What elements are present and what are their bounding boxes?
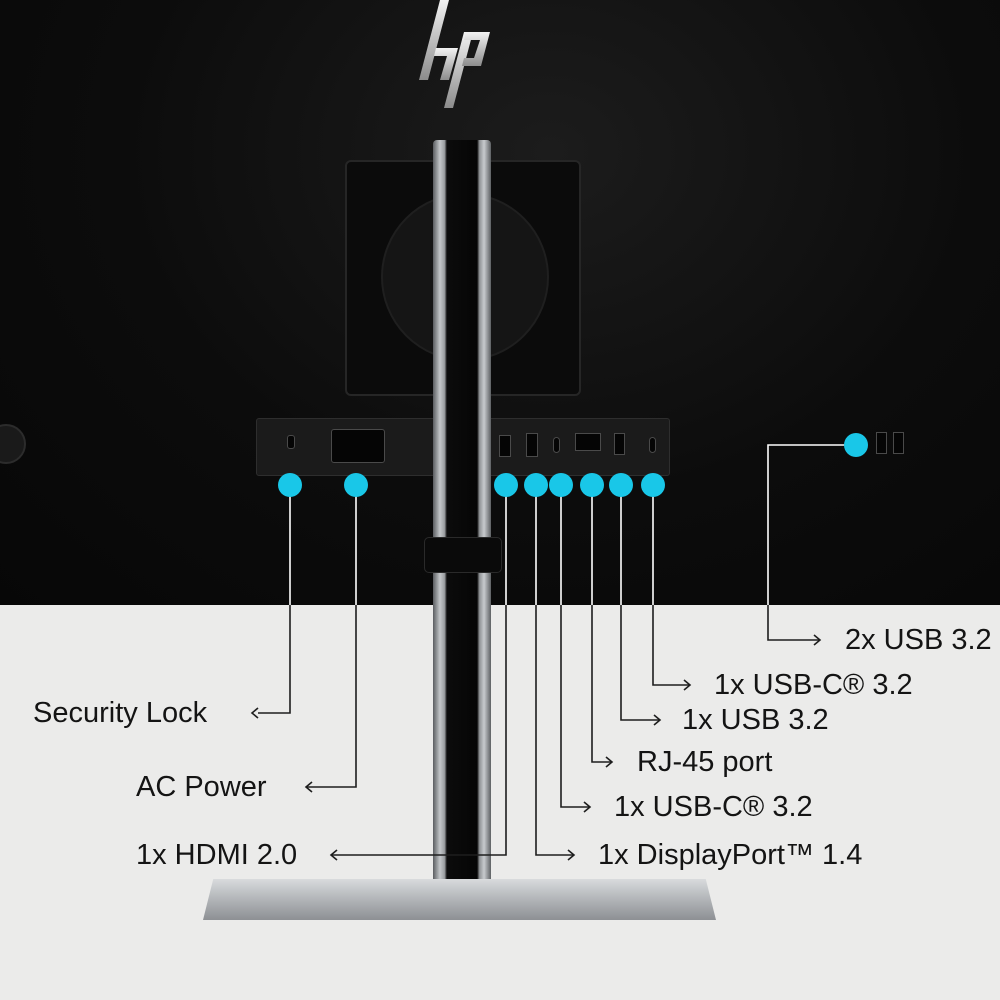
label-hdmi: 1x HDMI 2.0	[136, 839, 298, 871]
label-usb-1: 1x USB 3.2	[682, 704, 829, 736]
cable-clip	[424, 537, 502, 573]
dot-rj45	[580, 473, 604, 497]
hp-logo	[419, 0, 490, 108]
label-usbc-1: 1x USB-C® 3.2	[614, 791, 813, 823]
callout-dots	[278, 433, 868, 497]
usbc-port-1	[553, 437, 560, 453]
usbc-port-2	[649, 437, 656, 453]
dot-hdmi	[494, 473, 518, 497]
leader-lines-light	[250, 605, 822, 861]
side-usb-port-2	[893, 432, 904, 454]
dot-usb-side	[844, 433, 868, 457]
stand-base	[203, 879, 716, 920]
label-security-lock: Security Lock	[33, 697, 208, 729]
ac-power-socket	[331, 429, 385, 463]
dot-usbc-2	[641, 473, 665, 497]
io-panel-left	[256, 418, 441, 476]
label-ac-power: AC Power	[136, 771, 267, 803]
leader-lines-dark	[289, 444, 856, 605]
dot-usbc-1	[549, 473, 573, 497]
rj45-port	[575, 433, 601, 451]
security-lock-slot	[287, 435, 295, 449]
label-usb-side: 2x USB 3.2	[845, 624, 992, 656]
label-rj45: RJ-45 port	[637, 746, 773, 778]
label-displayport: 1x DisplayPort™ 1.4	[598, 839, 863, 871]
hdmi-port	[499, 435, 511, 457]
dot-ac-power	[344, 473, 368, 497]
label-usbc-2: 1x USB-C® 3.2	[714, 669, 913, 701]
dot-displayport	[524, 473, 548, 497]
dot-usb-1	[609, 473, 633, 497]
io-panel-right	[488, 418, 670, 476]
displayport-port	[526, 433, 538, 457]
usb-port	[614, 433, 625, 455]
stand-neck	[433, 140, 491, 900]
dot-security-lock	[278, 473, 302, 497]
side-usb-port-1	[876, 432, 887, 454]
